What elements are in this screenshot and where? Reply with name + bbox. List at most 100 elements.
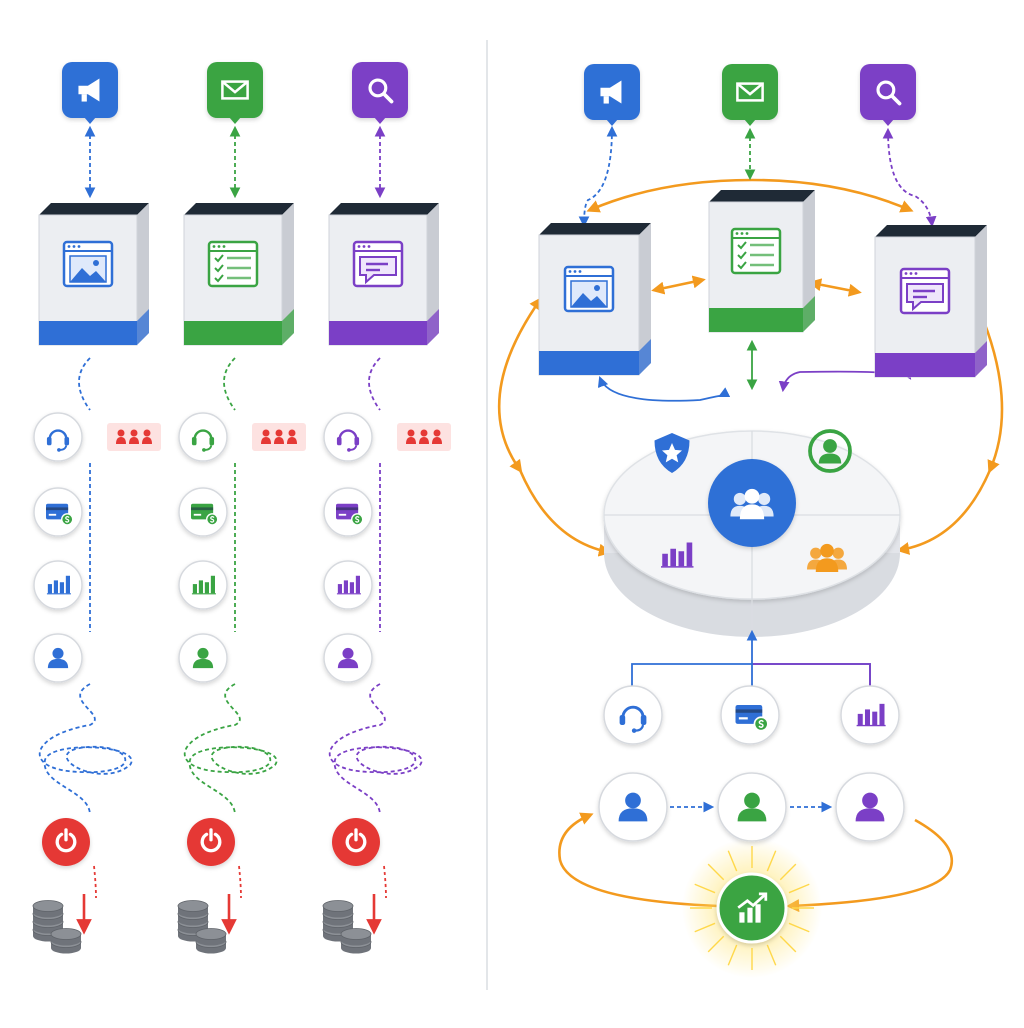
- bar-chart-icon: [856, 703, 886, 727]
- growth-chart-icon: [737, 892, 768, 923]
- box-stack-link: [368, 357, 381, 411]
- hub-quadrant-shield-star: [654, 433, 690, 473]
- peer-arrow: [651, 275, 706, 295]
- box-stack-link: [223, 357, 236, 411]
- hub-quadrant-bar-chart: [661, 542, 694, 568]
- hub-center-team: [708, 459, 796, 547]
- user-icon: [855, 792, 885, 822]
- chat-window-icon: [899, 267, 951, 315]
- silo-email-credit-card[interactable]: [178, 487, 228, 537]
- envelope-icon: [736, 82, 764, 102]
- integrated-app-ads[interactable]: [538, 223, 651, 376]
- headset-icon: [619, 705, 647, 733]
- silo-search-credit-card[interactable]: [323, 487, 373, 537]
- silo-search-bar-chart[interactable]: [323, 560, 373, 610]
- growth-loop-arrow: [786, 818, 954, 913]
- silo-search-headset[interactable]: [323, 412, 373, 462]
- journey-step-1[interactable]: [598, 772, 668, 842]
- channel-link: [882, 127, 937, 228]
- central-hub-platform[interactable]: [603, 429, 901, 637]
- silo-ads-headset[interactable]: [33, 412, 83, 462]
- loss-link: [383, 865, 387, 899]
- tangled-process-path: [183, 683, 278, 816]
- service-bus-purple: [752, 663, 871, 690]
- channel-search-tile[interactable]: [352, 62, 408, 124]
- growth-loop-arrow: [558, 812, 719, 908]
- channel-ads-tile[interactable]: [62, 62, 118, 124]
- checklist-window-icon: [207, 240, 259, 288]
- isolated-team-badge: [107, 423, 161, 451]
- credit-card-icon: [46, 503, 74, 526]
- integrated-app-email[interactable]: [708, 190, 815, 333]
- megaphone-icon: [78, 78, 100, 102]
- loss-link: [93, 865, 97, 899]
- isolated-team-badge: [397, 423, 451, 451]
- hub-service-headset[interactable]: [603, 685, 663, 745]
- megaphone-icon: [600, 80, 622, 104]
- silo-app-ads[interactable]: [38, 203, 149, 346]
- credit-card-icon: [336, 503, 364, 526]
- tangled-process-path: [328, 683, 423, 816]
- magnifier-icon: [368, 78, 394, 104]
- silo-app-search[interactable]: [328, 203, 439, 346]
- silo-ads-credit-card[interactable]: [33, 487, 83, 537]
- channel-search-tile[interactable]: [860, 64, 916, 126]
- silo-column-ads: [32, 62, 161, 954]
- image-window-icon: [62, 240, 114, 288]
- silo-column-search: [322, 62, 451, 954]
- channel-email-tile[interactable]: [207, 62, 263, 124]
- hub-service-credit-card[interactable]: [720, 685, 780, 745]
- team-icon: [730, 488, 774, 520]
- envelope-icon: [221, 80, 249, 100]
- silo-column-email: [177, 62, 306, 954]
- growth-outcome: [682, 838, 822, 978]
- silo-email-user[interactable]: [178, 633, 228, 683]
- user-icon: [337, 647, 359, 669]
- silo-email-failure: [187, 818, 235, 866]
- power-icon: [200, 828, 222, 853]
- right-panel-integrated: [497, 64, 1004, 978]
- box-stack-link: [78, 357, 91, 411]
- loop-arrow: [896, 469, 992, 555]
- checklist-window-icon: [730, 227, 782, 275]
- silo-email-bar-chart[interactable]: [178, 560, 228, 610]
- user-icon: [192, 647, 214, 669]
- channel-link: [578, 125, 618, 228]
- headset-icon: [46, 429, 70, 452]
- coins-down-icon: [322, 894, 382, 954]
- silo-ads-bar-chart[interactable]: [33, 560, 83, 610]
- silo-search-failure: [332, 818, 380, 866]
- channel-email-tile[interactable]: [722, 64, 778, 126]
- magnifier-icon: [876, 80, 902, 106]
- user-icon: [47, 647, 69, 669]
- hub-link: [597, 375, 731, 402]
- isolated-team-badge: [252, 423, 306, 451]
- headset-icon: [191, 429, 215, 452]
- headset-icon: [336, 429, 360, 452]
- user-icon: [618, 792, 648, 822]
- journey-step-2[interactable]: [717, 772, 787, 842]
- chat-window-icon: [352, 240, 404, 288]
- left-panel-fragmented: [32, 62, 451, 954]
- silo-ads-failure: [42, 818, 90, 866]
- image-window-icon: [563, 265, 615, 313]
- user-icon: [737, 792, 767, 822]
- team-icon: [116, 429, 152, 444]
- bar-chart-icon: [336, 575, 361, 595]
- integrated-app-search[interactable]: [874, 225, 987, 378]
- hub-quadrant-team: [807, 543, 847, 572]
- silo-search-user[interactable]: [323, 633, 373, 683]
- silo-email-headset[interactable]: [178, 412, 228, 462]
- hub-service-bar-chart[interactable]: [840, 685, 900, 745]
- power-icon: [55, 828, 77, 853]
- channel-ads-tile[interactable]: [584, 64, 640, 126]
- credit-card-icon: [191, 503, 219, 526]
- bar-chart-icon: [191, 575, 216, 595]
- coins-down-icon: [32, 894, 92, 954]
- bar-chart-icon: [46, 575, 71, 595]
- silo-ads-user[interactable]: [33, 633, 83, 683]
- journey-step-3[interactable]: [835, 772, 905, 842]
- power-icon: [345, 828, 367, 853]
- silo-app-email[interactable]: [183, 203, 294, 346]
